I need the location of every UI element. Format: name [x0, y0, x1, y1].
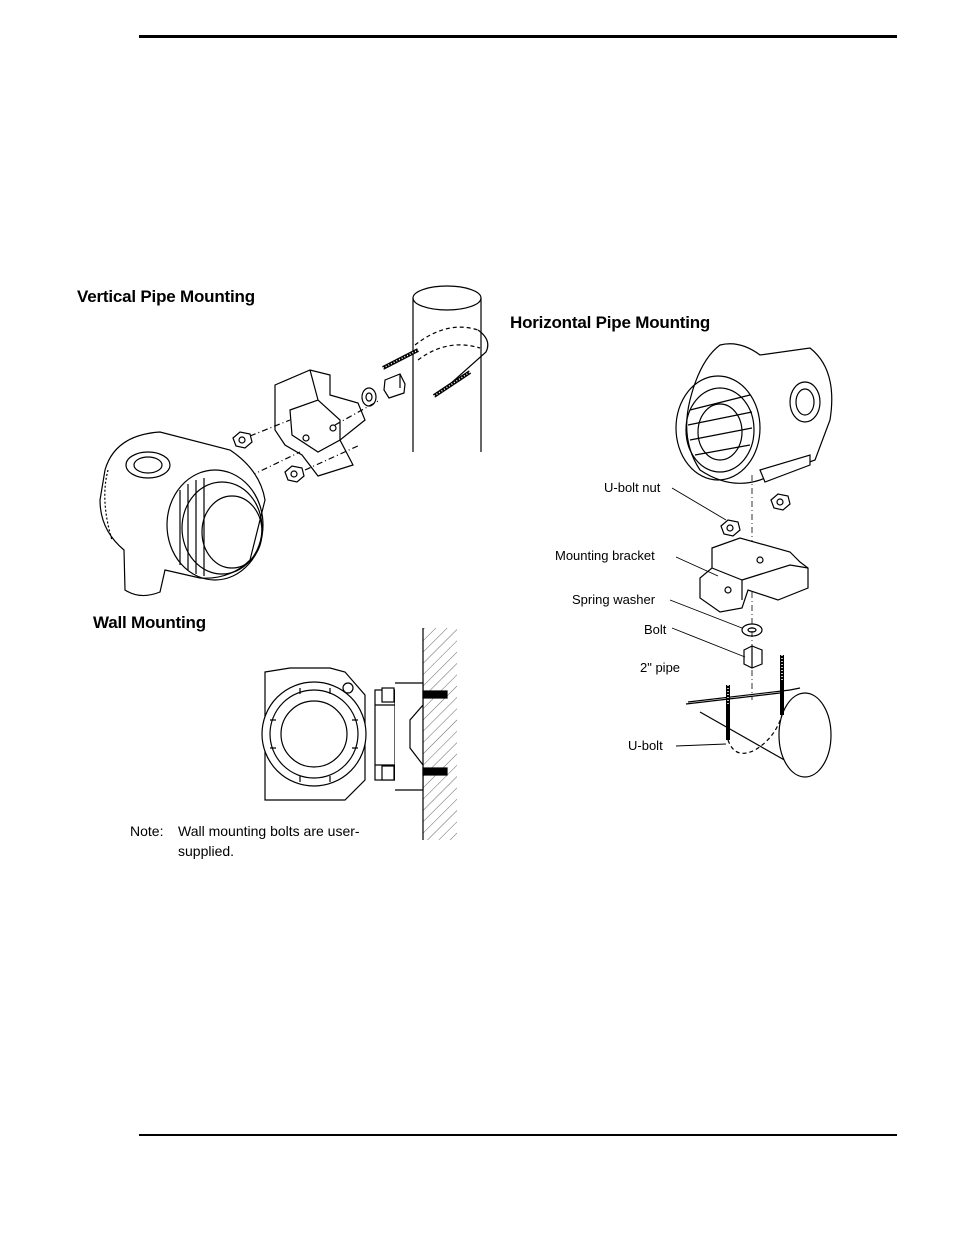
- top-rule: [139, 35, 897, 38]
- wall-mounting-heading: Wall Mounting: [93, 613, 206, 632]
- horizontal-ubolt-nut-left: [720, 519, 741, 537]
- wall-transmitter: [261, 667, 367, 801]
- vertical-bolt: [383, 373, 406, 399]
- wall-bolt-upper: [422, 690, 448, 699]
- horizontal-spring-washer: [741, 623, 763, 637]
- horizontal-pipe-mounting-heading: Horizontal Pipe Mounting: [510, 313, 711, 332]
- label-2-inch-pipe: 2" pipe: [640, 660, 681, 675]
- horizontal-pipe-figure: [669, 343, 833, 778]
- wall-bolt-lower: [422, 767, 448, 776]
- horizontal-leader-lines: [669, 487, 746, 747]
- label-spring-washer: Spring washer: [572, 592, 656, 607]
- horizontal-2-inch-pipe: [685, 687, 832, 778]
- horizontal-ubolt-nut-right: [770, 493, 791, 511]
- vertical-pipe-mounting-heading: Vertical Pipe Mounting: [77, 287, 255, 306]
- vertical-transmitter: [99, 431, 266, 597]
- vertical-mounting-bracket: [274, 369, 366, 477]
- note-prefix: Note:: [130, 823, 164, 839]
- horizontal-ubolt: [726, 655, 784, 754]
- vertical-spring-washer: [361, 387, 377, 407]
- vertical-pipe: [412, 285, 482, 452]
- wall-mounting-figure: [261, 628, 457, 840]
- wall: [422, 628, 457, 840]
- horizontal-bolt: [743, 645, 763, 669]
- vertical-pipe-figure: [99, 285, 489, 597]
- note-line-2: supplied.: [178, 843, 235, 859]
- vertical-nut-upper: [232, 431, 253, 449]
- label-bolt: Bolt: [644, 622, 667, 637]
- vertical-ubolt: [382, 326, 489, 398]
- label-ubolt: U-bolt: [628, 738, 663, 753]
- horizontal-transmitter: [675, 343, 833, 484]
- vertical-nut-lower: [284, 465, 305, 483]
- label-mounting-bracket: Mounting bracket: [555, 548, 655, 563]
- bottom-rule: [139, 1134, 897, 1136]
- note-line-1: Wall mounting bolts are user-: [178, 823, 360, 839]
- label-ubolt-nut: U-bolt nut: [604, 480, 661, 495]
- horizontal-mounting-bracket: [699, 537, 809, 613]
- wall-mounting-bracket: [374, 682, 424, 791]
